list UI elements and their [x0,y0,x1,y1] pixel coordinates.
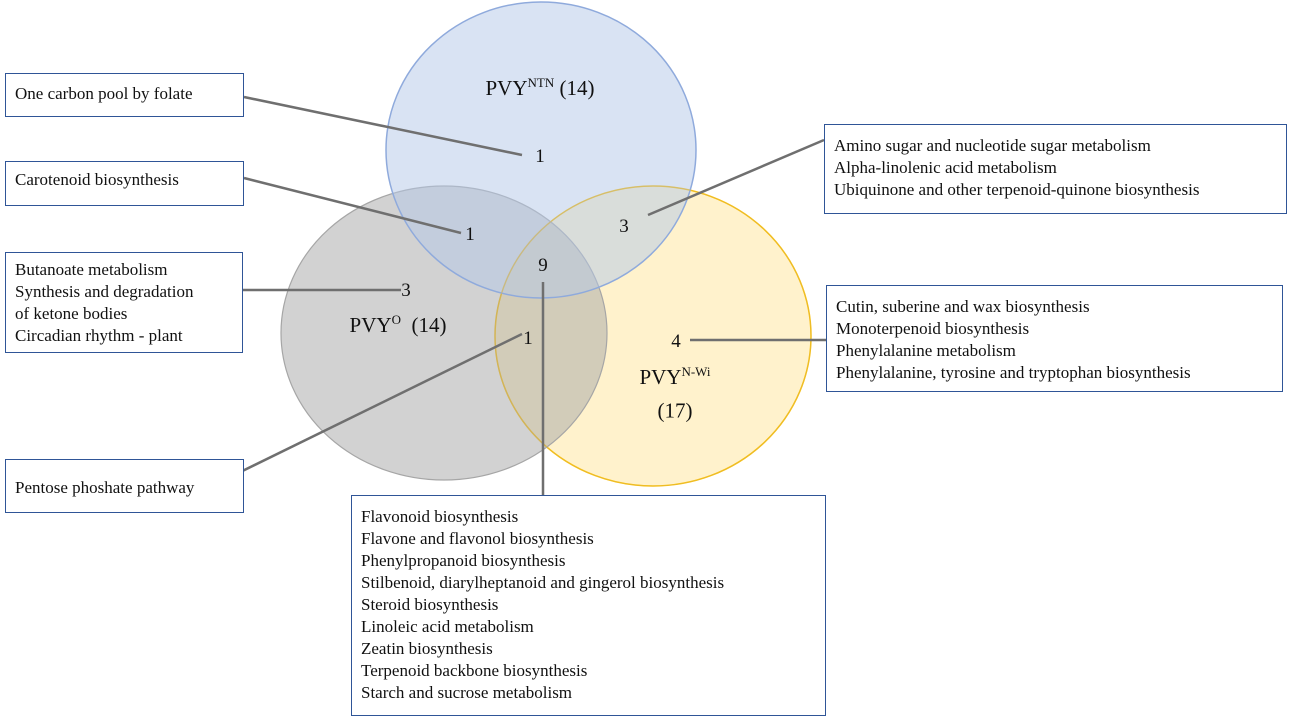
pathway-box-ntn-nwi: Amino sugar and nucleotide sugar metabol… [824,124,1287,214]
pathway-item: Phenylpropanoid biosynthesis [361,551,566,570]
set-count-nwi: (17) [657,398,693,423]
pathway-item: Cutin, suberine and wax biosynthesis [836,297,1090,316]
pathway-item: of ketone bodies [15,304,128,323]
pathway-item: Carotenoid biosynthesis [15,170,179,189]
pathway-box-o-nwi: Pentose phoshate pathway [5,459,244,513]
pathway-box-nwi-only: Cutin, suberine and wax biosynthesis Mon… [826,285,1283,392]
region-count-ntn-only: 1 [535,146,545,167]
pathway-item: Circadian rhythm - plant [15,326,183,345]
leader-lines [223,95,826,495]
pathway-item: Flavone and flavonol biosynthesis [361,529,594,548]
pathway-box-o-only: Butanoate metabolism Synthesis and degra… [5,252,243,353]
pathway-item: Terpenoid backbone biosynthesis [361,661,588,680]
pathway-item: Butanoate metabolism [15,260,168,279]
pathway-item: Synthesis and degradation [15,282,194,301]
pathway-box-ntn-o: Carotenoid biosynthesis [5,161,244,206]
region-count-nwi-only: 4 [671,331,681,352]
pathway-item: Phenylalanine, tyrosine and tryptophan b… [836,363,1191,382]
pathway-item: One carbon pool by folate [15,84,193,103]
pathway-item: Phenylalanine metabolism [836,341,1016,360]
pathway-item: Zeatin biosynthesis [361,639,493,658]
pathway-item: Amino sugar and nucleotide sugar metabol… [834,136,1151,155]
region-count-o-nwi: 1 [523,328,533,349]
circle-pvy-ntn [385,1,697,299]
set-label-nwi: PVYN-Wi [639,364,711,389]
pathway-item: Stilbenoid, diarylheptanoid and gingerol… [361,573,725,592]
pathway-item: Steroid biosynthesis [361,595,499,614]
region-count-ntn-o: 1 [465,224,475,245]
pathway-box-all: Flavonoid biosynthesis Flavone and flavo… [351,495,826,716]
leader-line [243,95,523,157]
set-label-ntn: PVYNTN (14) [485,75,595,100]
pathway-item: Linoleic acid metabolism [361,617,534,636]
pathway-item: Ubiquinone and other terpenoid-quinone b… [834,180,1200,199]
leader-line [223,332,523,482]
pathway-item: Pentose phoshate pathway [15,478,195,497]
pathway-item: Monoterpenoid biosynthesis [836,319,1030,338]
leader-line [647,138,825,217]
set-label-o: PVYO (14) [349,312,447,337]
pathway-item: Alpha-linolenic acid metabolism [834,158,1057,177]
circle-pvy-nwi-outline [494,185,812,487]
leader-line [243,176,462,235]
pathway-item: Starch and sucrose metabolism [361,683,573,702]
region-count-ntn-nwi: 3 [619,216,629,237]
region-count-o-only: 3 [401,280,411,301]
region-count-all: 9 [538,255,548,276]
pathway-box-ntn-only: One carbon pool by folate [5,73,244,117]
pathway-item: Flavonoid biosynthesis [361,507,519,526]
